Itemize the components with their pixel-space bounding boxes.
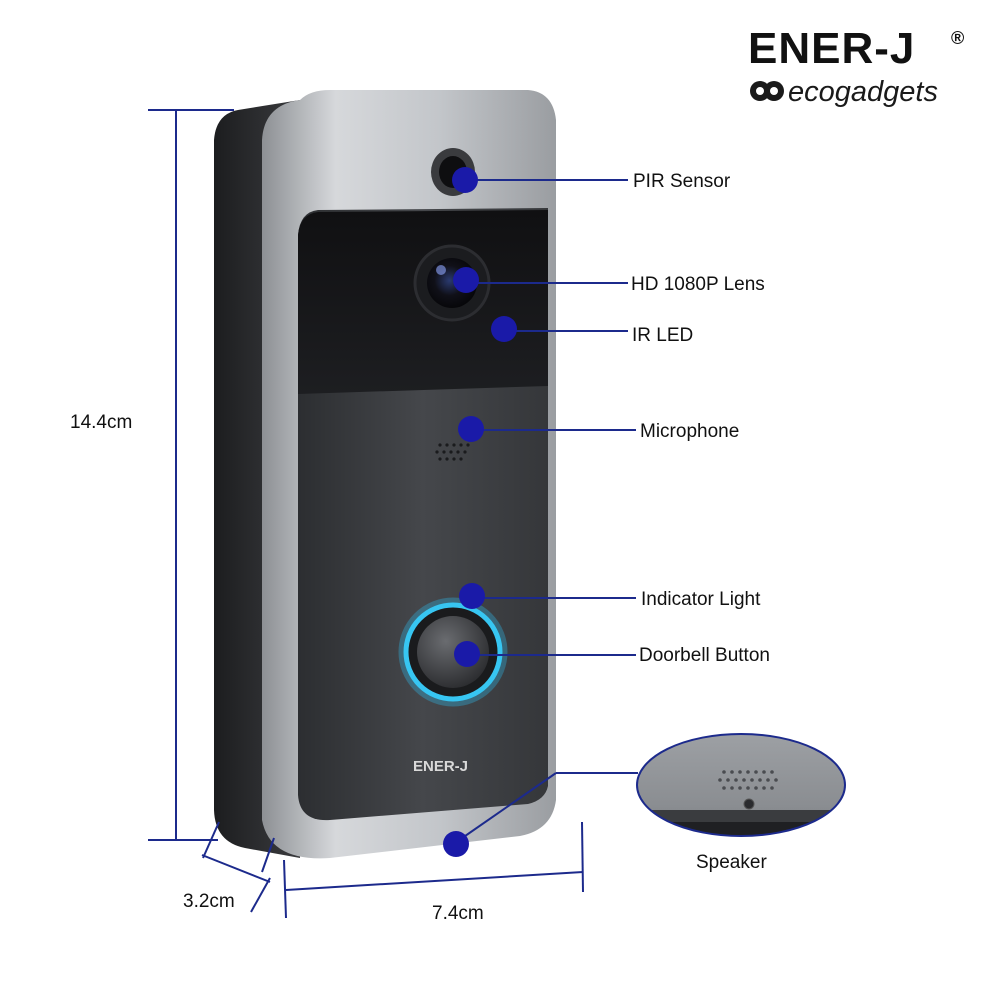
dimension-lines — [148, 109, 584, 919]
width-dimension-label: 7.4cm — [432, 903, 484, 924]
ir-led-callout-dot — [491, 316, 517, 342]
callout-lines — [454, 179, 638, 844]
ir-led-label: IR LED — [632, 325, 693, 346]
camera-lens — [413, 244, 491, 322]
speaker-label: Speaker — [696, 852, 767, 873]
reset-hole — [743, 798, 755, 810]
device-logo-text: ENER-J — [413, 758, 468, 775]
callout-dots — [443, 167, 517, 857]
pir-sensor-label: PIR Sensor — [633, 171, 731, 192]
brand-logo-text: ENER-J — [748, 24, 915, 73]
indicator-callout-dot — [459, 583, 485, 609]
speaker-callout-dot — [443, 831, 469, 857]
button-callout-dot — [454, 641, 480, 667]
indicator-light-label: Indicator Light — [641, 589, 761, 610]
mic-callout-dot — [458, 416, 484, 442]
doorbell-device: ENER-J — [214, 90, 556, 859]
microphone-holes — [435, 443, 470, 461]
eco-leaf-icon — [750, 81, 784, 101]
height-dimension-label: 14.4cm — [70, 412, 132, 433]
speaker-inset — [636, 733, 846, 837]
speaker-grille — [718, 770, 778, 790]
lens-callout-dot — [453, 267, 479, 293]
hd-lens-label: HD 1080P Lens — [631, 274, 765, 295]
microphone-label: Microphone — [640, 421, 739, 442]
pir-callout-dot — [452, 167, 478, 193]
depth-dimension-label: 3.2cm — [183, 891, 235, 912]
brand-logo: ENER-J ® ecogadgets — [748, 24, 964, 108]
doorbell-button — [398, 597, 508, 707]
registered-mark: ® — [951, 28, 964, 48]
sub-logo-text: ecogadgets — [788, 76, 938, 108]
doorbell-button-label: Doorbell Button — [639, 645, 770, 666]
